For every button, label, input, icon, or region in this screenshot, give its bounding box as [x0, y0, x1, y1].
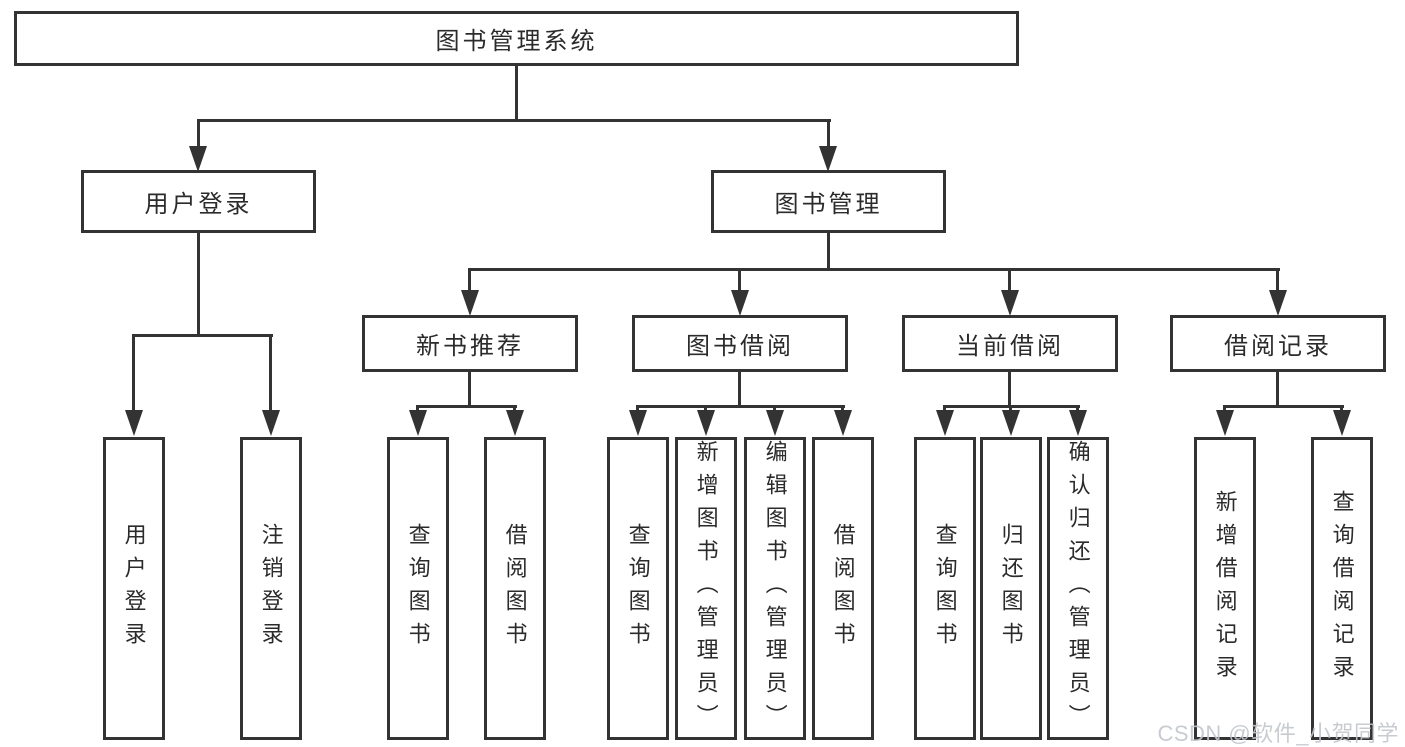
connector-line: [773, 405, 776, 414]
connector-line: [468, 370, 471, 408]
arrowhead-down: [834, 410, 852, 436]
arrowhead-down: [409, 410, 427, 436]
arrowhead-down: [731, 290, 749, 316]
csdn-watermark: CSDN @软件_小贺同学: [1157, 721, 1399, 746]
node-book-management-system: 图书管理系统: [14, 11, 1019, 66]
node-new-book-recommendation: 新书推荐: [362, 315, 578, 372]
connector-line: [468, 268, 471, 292]
node-current-borrowing: 当前借阅: [902, 315, 1118, 372]
leaf-label: 确认归还（管理员）: [1065, 440, 1091, 737]
node-borrowing-records: 借阅记录: [1170, 315, 1386, 372]
leaf-edit-books-admin: 编辑图书（管理员）: [744, 437, 806, 740]
leaf-label: 编辑图书（管理员）: [762, 440, 788, 737]
arrowhead-down: [1002, 410, 1020, 436]
node-label: 图书管理系统: [435, 28, 598, 55]
connector-line: [515, 64, 518, 122]
leaf-label: 查询借阅记录: [1329, 489, 1355, 688]
leaf-return-books: 归还图书: [980, 437, 1042, 740]
node-label: 图书管理: [774, 191, 883, 218]
connector-line: [827, 231, 830, 271]
connector-line: [841, 405, 844, 414]
arrowhead-down: [1069, 410, 1087, 436]
arrowhead-down: [819, 146, 837, 172]
connector-line: [704, 405, 707, 414]
arrowhead-down: [189, 146, 207, 172]
arrowhead-down: [125, 410, 143, 436]
arrowhead-down: [1269, 290, 1287, 316]
connector-line: [1008, 268, 1011, 292]
leaf-label: 新增图书（管理员）: [693, 440, 719, 737]
arrowhead-down: [262, 410, 280, 436]
leaf-label: 借阅图书: [830, 522, 856, 655]
leaf-query-borrow-record: 查询借阅记录: [1311, 437, 1373, 740]
arrowhead-down: [766, 410, 784, 436]
node-label: 用户登录: [144, 191, 253, 218]
connector-line: [1223, 405, 1344, 408]
connector-line: [513, 405, 516, 414]
connector-line: [1076, 405, 1079, 414]
leaf-add-borrow-record: 新增借阅记录: [1194, 437, 1256, 740]
node-label: 图书借阅: [686, 333, 794, 360]
connector-line: [1340, 405, 1343, 414]
connector-line: [738, 268, 741, 292]
leaf-user-login: 用户登录: [103, 437, 165, 740]
leaf-confirm-return-admin: 确认归还（管理员）: [1047, 437, 1109, 740]
node-user-login: 用户登录: [81, 170, 316, 233]
connector-line: [636, 405, 639, 414]
leaf-borrow-books-borrowing: 借阅图书: [812, 437, 874, 740]
connector-line: [1009, 405, 1012, 414]
connector-line: [1223, 405, 1226, 414]
connector-line: [416, 405, 419, 414]
connector-line: [132, 334, 273, 337]
leaf-label: 查询图书: [405, 522, 431, 655]
leaf-query-books-borrowing: 查询图书: [607, 437, 669, 740]
connector-line: [416, 405, 517, 408]
arrowhead-down: [461, 290, 479, 316]
connector-line: [827, 119, 830, 149]
node-book-management: 图书管理: [711, 170, 946, 233]
leaf-label: 归还图书: [998, 522, 1024, 655]
connector-line: [197, 119, 200, 149]
leaf-logout: 注销登录: [240, 437, 302, 740]
leaf-label: 借阅图书: [502, 522, 528, 655]
leaf-query-books-newbooks: 查询图书: [387, 437, 449, 740]
leaf-label: 注销登录: [258, 522, 284, 655]
leaf-add-books-admin: 新增图书（管理员）: [675, 437, 737, 740]
connector-line: [636, 405, 845, 408]
leaf-label: 查询图书: [625, 522, 651, 655]
arrowhead-down: [1333, 410, 1351, 436]
leaf-label: 用户登录: [121, 522, 147, 655]
connector-line: [943, 405, 946, 414]
arrowhead-down: [629, 410, 647, 436]
node-label: 新书推荐: [416, 333, 524, 360]
leaf-label: 查询图书: [932, 522, 958, 655]
connector-line: [1276, 268, 1279, 292]
arrowhead-down: [936, 410, 954, 436]
arrowhead-down: [1216, 410, 1234, 436]
arrowhead-down: [506, 410, 524, 436]
connector-line: [738, 370, 741, 408]
node-label: 借阅记录: [1224, 333, 1332, 360]
connector-line: [269, 334, 272, 412]
connector-line: [197, 231, 200, 337]
node-book-borrowing: 图书借阅: [632, 315, 848, 372]
arrowhead-down: [1001, 290, 1019, 316]
connector-line: [468, 268, 1280, 271]
leaf-borrow-books-newbooks: 借阅图书: [484, 437, 546, 740]
connector-line: [1276, 370, 1279, 408]
leaf-query-books-current: 查询图书: [914, 437, 976, 740]
arrowhead-down: [697, 410, 715, 436]
connector-line: [197, 119, 831, 122]
connector-line: [1008, 370, 1011, 408]
node-label: 当前借阅: [956, 333, 1064, 360]
leaf-label: 新增借阅记录: [1212, 489, 1238, 688]
connector-line: [132, 334, 135, 412]
